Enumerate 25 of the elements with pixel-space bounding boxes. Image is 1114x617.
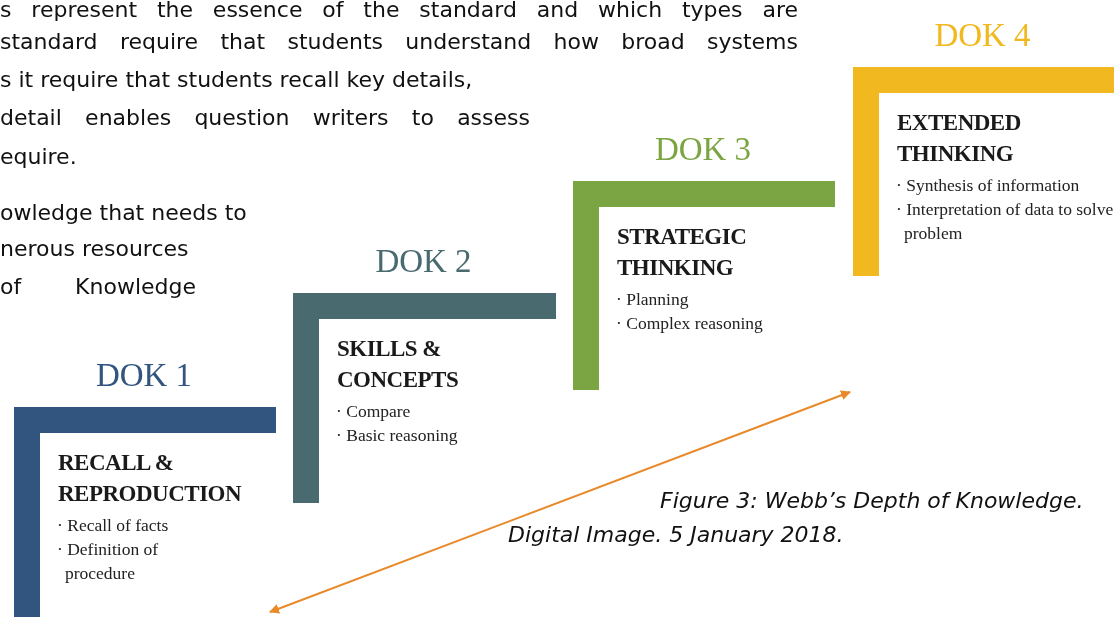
- level-heading: EXTENDED THINKING: [897, 109, 1022, 168]
- bullet-item: · Definition of procedure: [57, 538, 160, 585]
- body-text-fragment: of Knowledge: [0, 273, 196, 301]
- level-label: DOK 1: [94, 357, 194, 393]
- body-text-fragment: standard require that students understand how broad systems: [0, 28, 798, 56]
- body-text-fragment: s represent the essence of the standard and which types are: [0, 0, 798, 24]
- bullet-item: · Synthesis of information: [896, 174, 1081, 197]
- bullet-item: · Basic reasoning: [336, 424, 459, 447]
- body-text-fragment: equire.: [0, 143, 77, 171]
- bullet-item: · Planning: [616, 288, 690, 311]
- bullet-item: · Recall of facts: [57, 514, 170, 537]
- level-heading: SKILLS & CONCEPTS: [337, 335, 460, 394]
- level-heading: RECALL & REPRODUCTION: [58, 449, 243, 508]
- bullet-item: · Compare: [336, 400, 412, 423]
- figure-caption: Figure 3: Webb’s Depth of Knowledge. Digital Image. 5 January 2018.: [508, 487, 1085, 549]
- body-text-fragment: detail enables question writers to assess: [0, 104, 530, 132]
- level-label: DOK 4: [933, 17, 1032, 53]
- bullet-item: · Complex reasoning: [616, 312, 764, 335]
- body-text-fragment: s it require that students recall key details,: [0, 66, 474, 94]
- bullet-item: · Interpretation of data to solve problem: [896, 198, 1114, 245]
- level-label: DOK 3: [653, 131, 753, 167]
- body-text-fragment: nerous resources: [0, 235, 190, 263]
- body-text-fragment: owledge that needs to: [0, 199, 248, 227]
- level-heading: STRATEGIC THINKING: [617, 223, 748, 282]
- level-label: DOK 2: [374, 243, 473, 279]
